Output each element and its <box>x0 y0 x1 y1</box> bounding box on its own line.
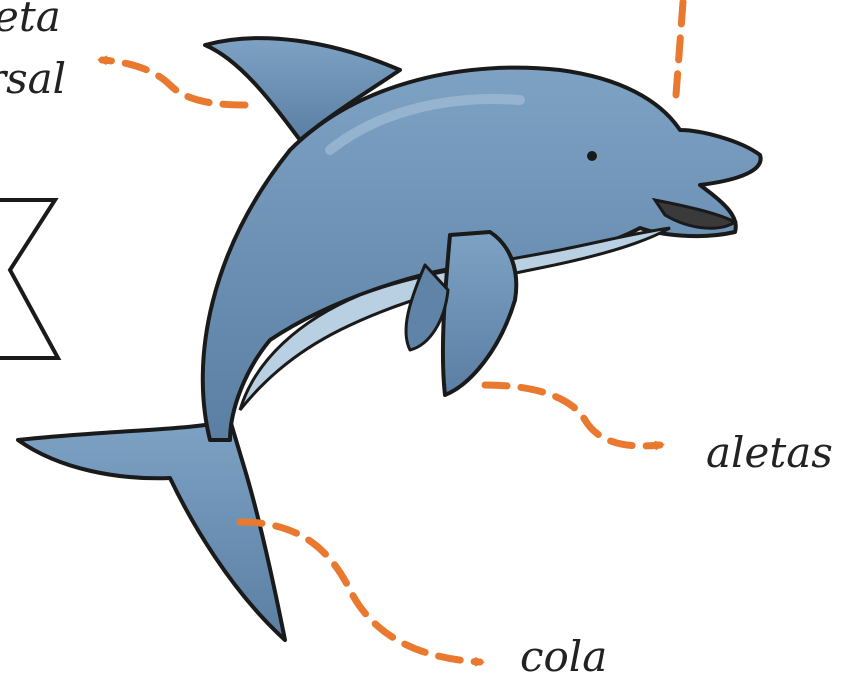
dolphin-eye <box>587 151 597 161</box>
arrow-top <box>676 2 683 95</box>
label-fins: aletas <box>706 432 833 474</box>
label-dorsal-fin-line1: eta <box>0 0 61 38</box>
dolphin-illustration <box>18 38 761 640</box>
dolphin-tail <box>18 420 285 640</box>
arrow-dorsal <box>102 60 245 105</box>
label-tail: cola <box>520 636 607 678</box>
label-dorsal-fin-line2: rsal <box>0 58 66 100</box>
arrow-fins <box>485 385 660 446</box>
dolphin-pectoral-fin <box>443 232 516 395</box>
partial-star-outline <box>0 200 58 358</box>
